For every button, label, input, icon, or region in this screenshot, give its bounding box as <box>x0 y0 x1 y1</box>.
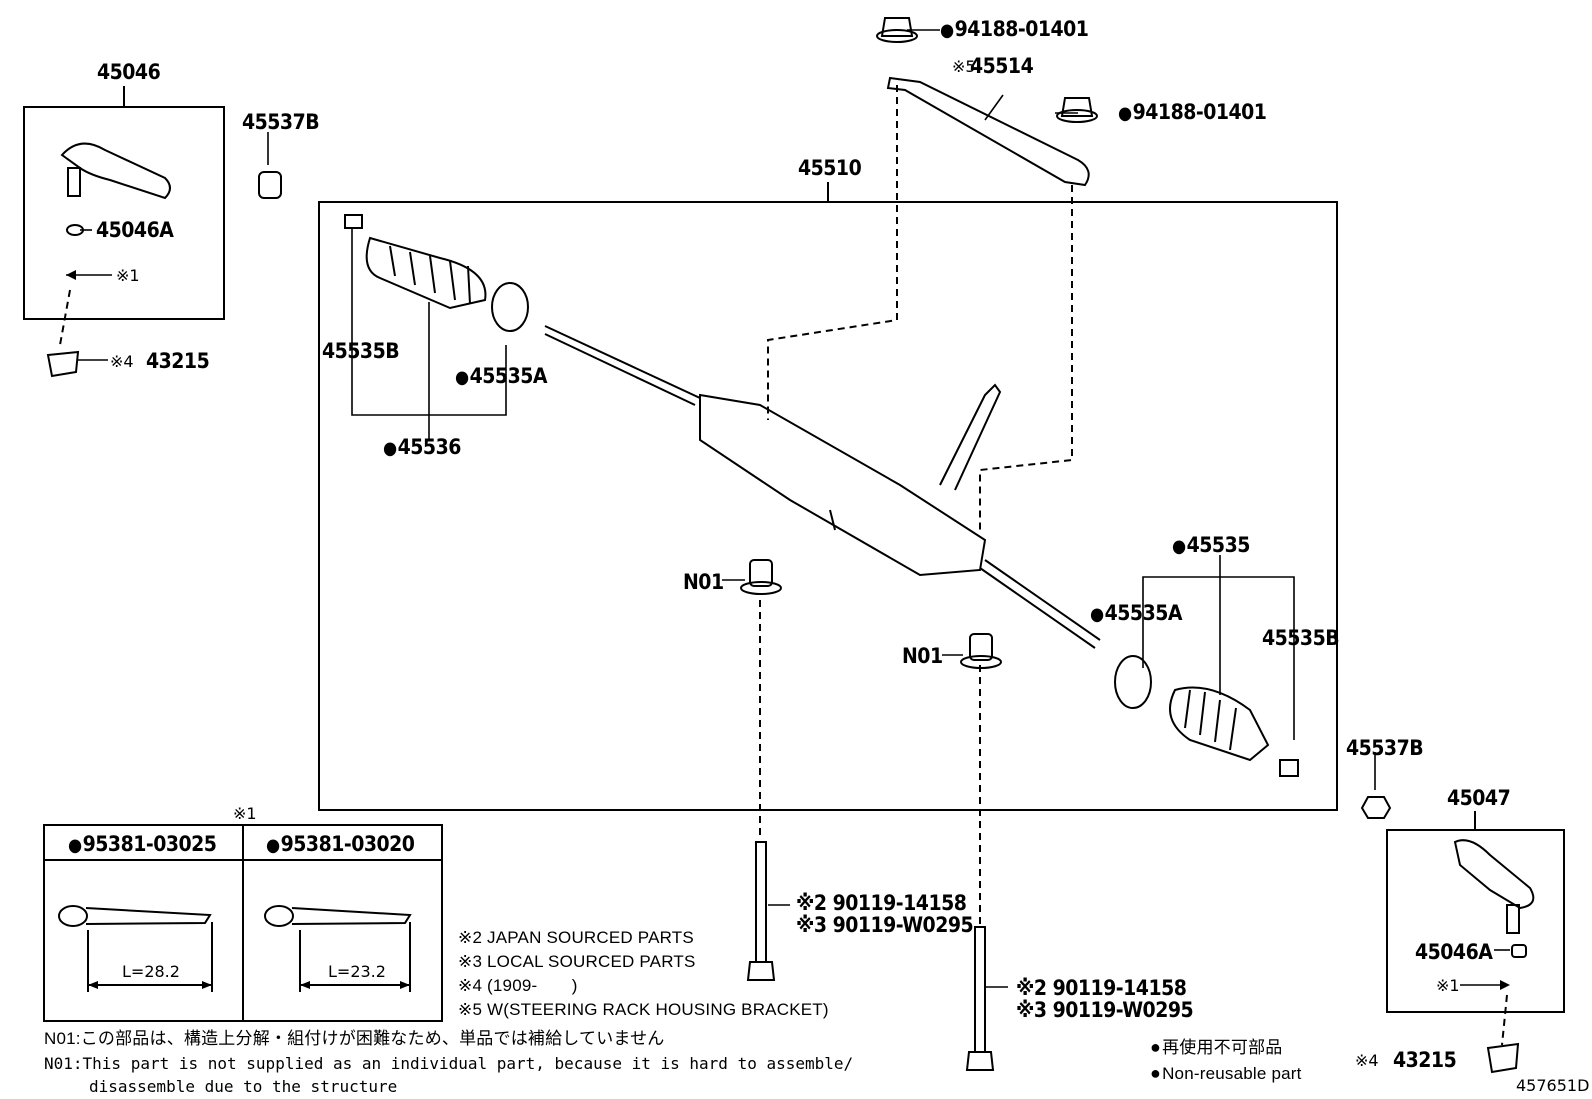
note-x5: ※5 W(STEERING RACK HOUSING BRACKET) <box>458 1000 829 1019</box>
part-45535-label: 45535 <box>1172 535 1251 556</box>
cotter-pin-part-left: 95381-03025 <box>68 834 217 855</box>
bolt-japan-label: ※2 90119-14158 <box>796 891 967 915</box>
note-n01-english: N01:This part is not supplied as an indi… <box>44 1054 854 1073</box>
note-n01-english-2: disassemble due to the structure <box>89 1077 398 1096</box>
bolt-local-label: ※3 90119-W0295 <box>796 913 974 937</box>
cotter-pin-length-right: L=23.2 <box>328 962 386 981</box>
tie-rod-end-right-icon <box>1453 839 1535 1074</box>
part-43215-label-2: 43215 <box>1393 1048 1457 1072</box>
bolt-japan-label-2: ※2 90119-14158 <box>1016 976 1187 1000</box>
note-mark-x5: ※5 <box>952 57 976 76</box>
part-45535B-label-2: 45535B <box>1262 626 1340 650</box>
note-x2: ※2 JAPAN SOURCED PARTS <box>458 928 694 947</box>
note-mark-x1: ※1 <box>116 266 140 285</box>
boot-left-icon <box>344 214 529 332</box>
boot-right-icon <box>1114 655 1299 777</box>
part-45510-label: 45510 <box>798 156 862 180</box>
diagram-code: 457651D <box>1516 1076 1590 1095</box>
tie-rod-end-left-icon <box>46 142 171 378</box>
n01-bushing-icon <box>740 559 1002 669</box>
part-45535A-label-2: 45535A <box>1090 603 1183 624</box>
legend-non-reusable-en: Non-reusable part <box>1150 1064 1302 1082</box>
part-43215-label: 43215 <box>146 349 210 373</box>
part-45535B-label: 45535B <box>322 339 400 363</box>
cotter-table-mark: ※1 <box>233 804 257 823</box>
cotter-pin-icon <box>58 905 412 992</box>
part-45535A-label: 45535A <box>455 366 548 387</box>
bolt-icon <box>746 841 995 1071</box>
part-45046-label: 45046 <box>97 60 161 84</box>
part-45047-label: 45047 <box>1447 786 1511 810</box>
n01-label: N01 <box>683 570 724 594</box>
n01-label-2: N01 <box>902 644 943 668</box>
note-mark-x4: ※4 <box>110 352 134 371</box>
note-n01-japanese: N01:この部品は、構造上分解・組付けが困難なため、単品では補給していません <box>44 1029 665 1048</box>
note-x3: ※3 LOCAL SOURCED PARTS <box>458 952 696 971</box>
bolt-local-label-2: ※3 90119-W0295 <box>1016 998 1194 1022</box>
tie-rod-end-left-box <box>23 106 225 320</box>
part-94188-label: 94188-01401 <box>940 19 1089 40</box>
note-x4: ※4 (1909- ) <box>458 976 578 995</box>
part-45046A-label-2: 45046A <box>1415 940 1493 964</box>
part-94188-label-2: 94188-01401 <box>1118 102 1267 123</box>
note-mark-x1-2: ※1 <box>1436 976 1460 995</box>
cotter-pin-length-left: L=28.2 <box>122 962 180 981</box>
note-mark-x4-2: ※4 <box>1355 1051 1379 1070</box>
bushing-icon <box>258 171 1392 819</box>
part-45537B-label-2: 45537B <box>1346 736 1424 760</box>
rack-assembly-box <box>318 201 1338 811</box>
nut-icon <box>876 17 1098 123</box>
cotter-pin-part-right: 95381-03020 <box>266 834 415 855</box>
part-45536-label: 45536 <box>383 437 462 458</box>
rack-housing-bracket-icon <box>886 76 1090 187</box>
part-45046A-label: 45046A <box>96 218 174 242</box>
part-45514-label: 45514 <box>970 54 1034 78</box>
legend-non-reusable-jp: 再使用不可部品 <box>1150 1038 1282 1056</box>
part-45537B-label: 45537B <box>242 110 320 134</box>
steering-rack-icon <box>544 325 1101 649</box>
